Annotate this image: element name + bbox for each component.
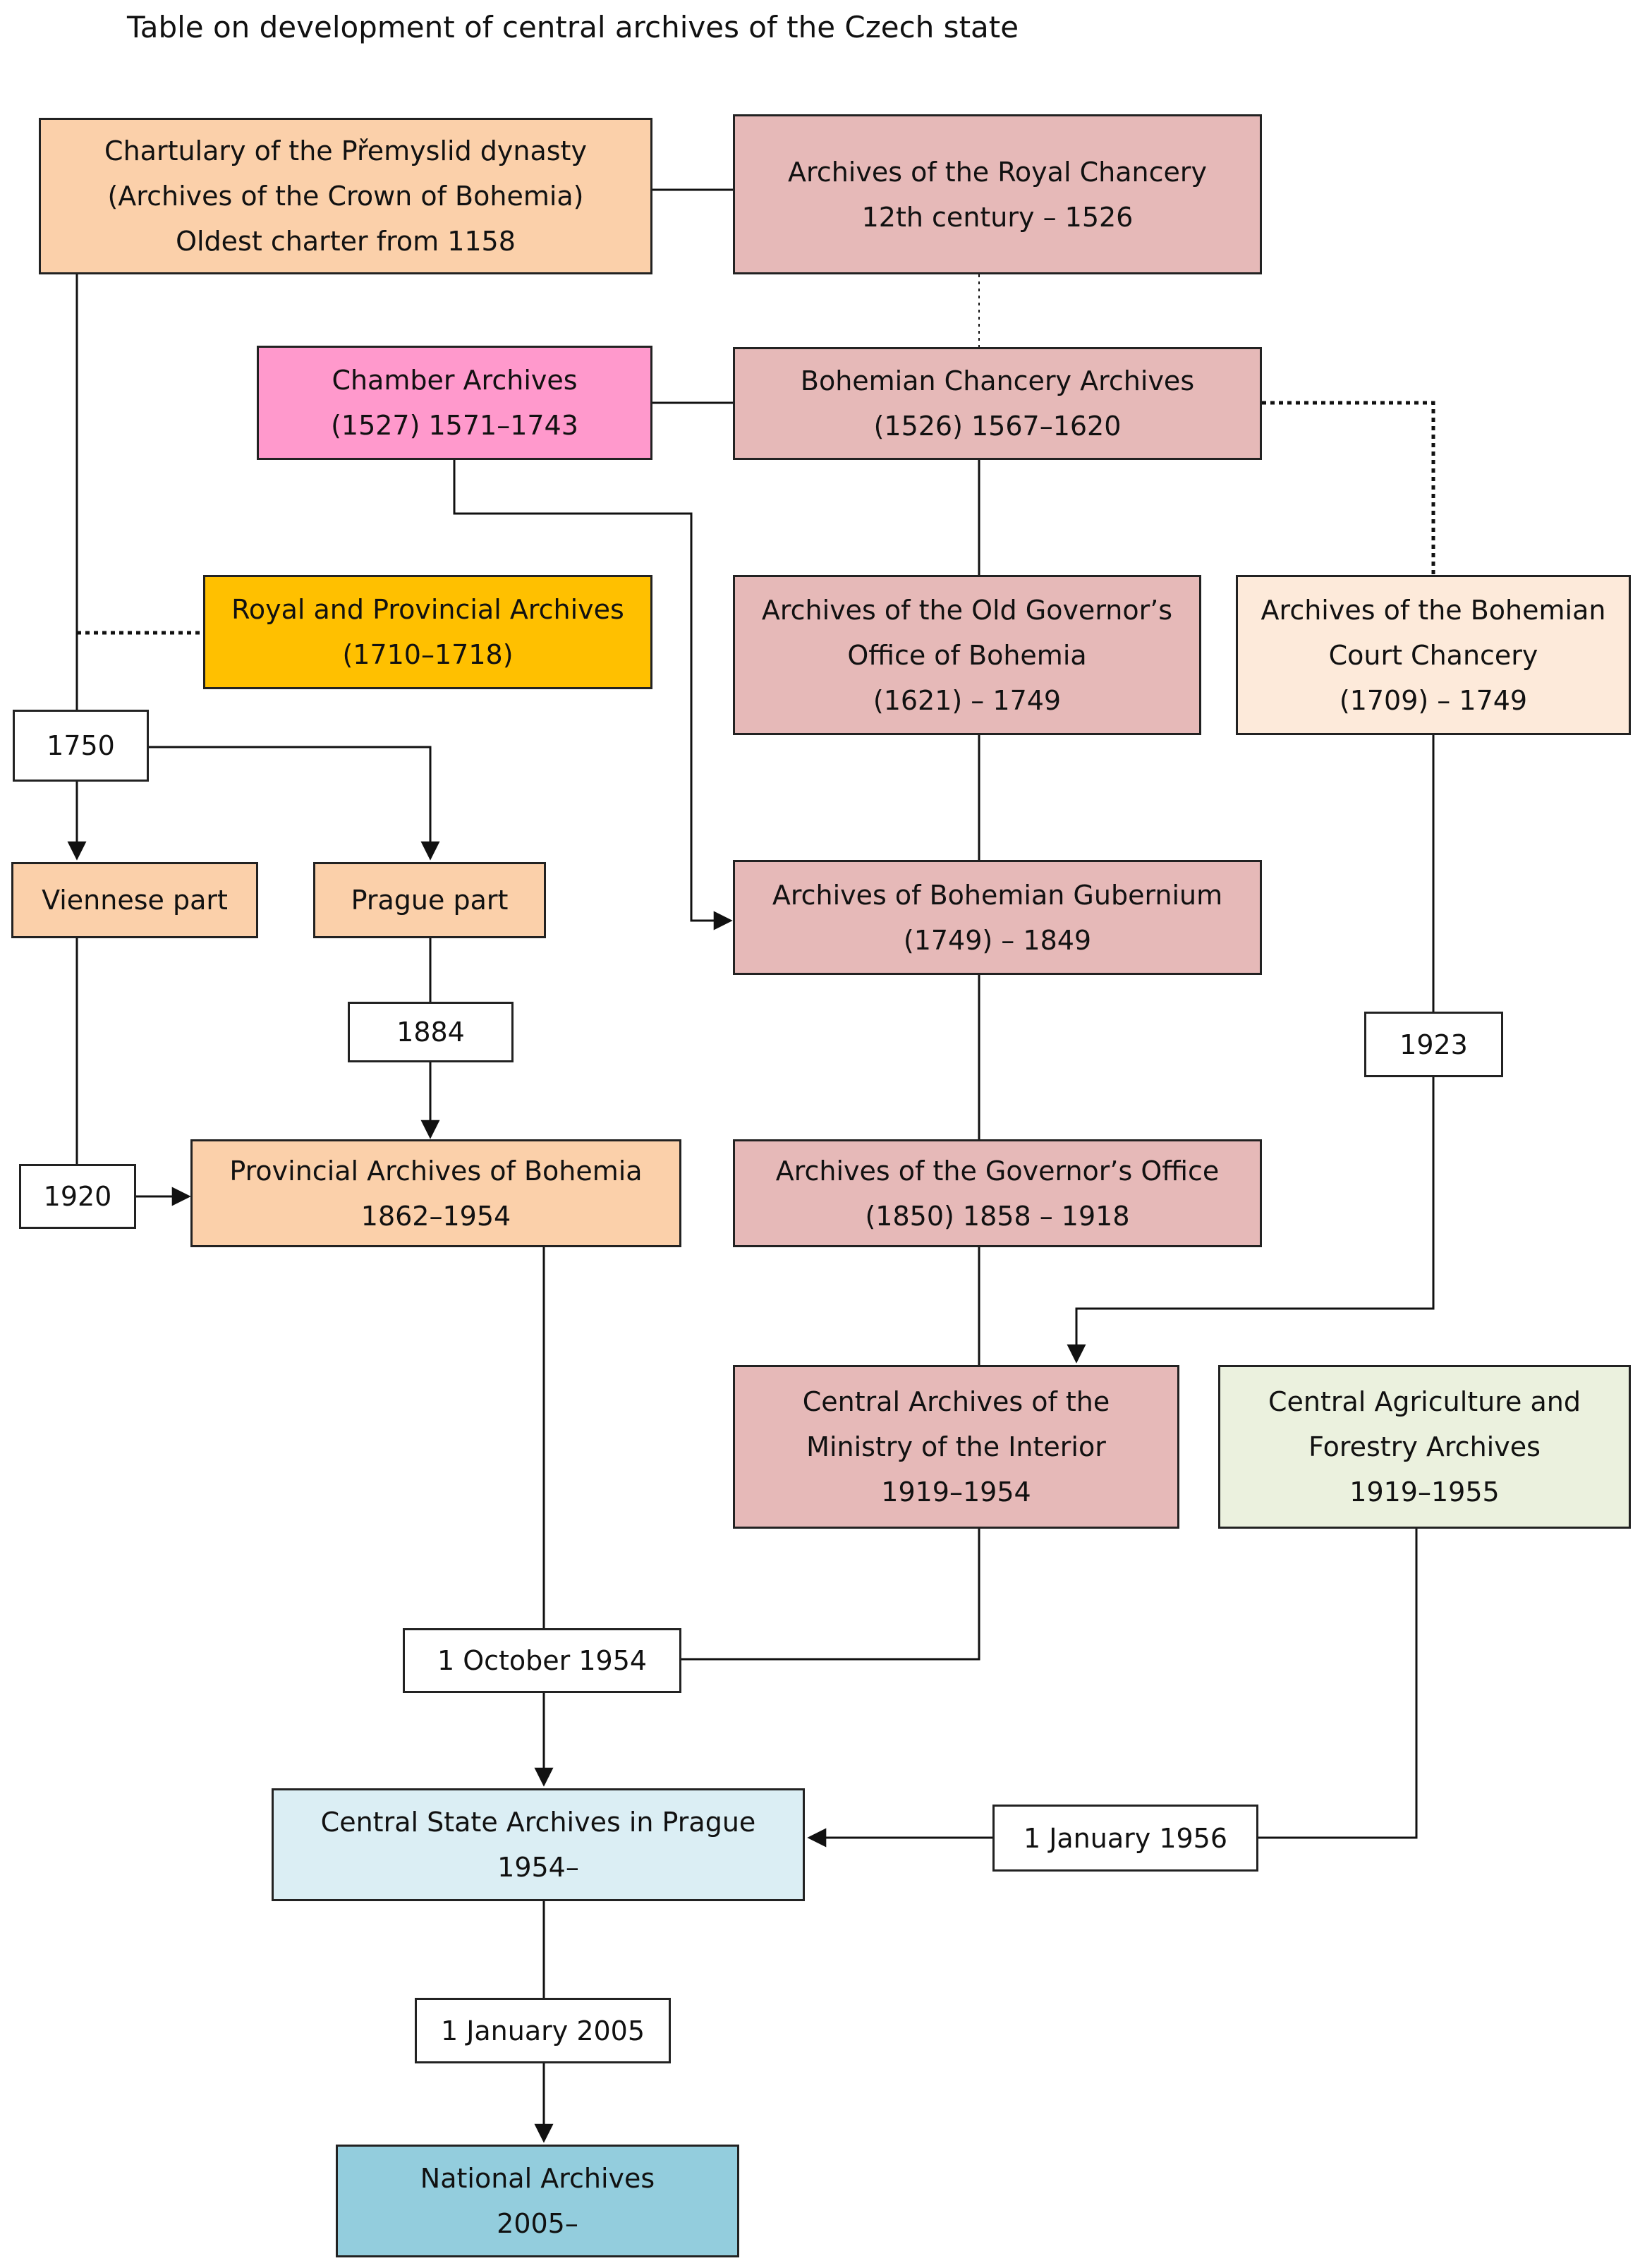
label-1-january-2005: 1 January 2005 [415,1998,671,2063]
node-chamber-archives: Chamber Archives (1527) 1571–1743 [257,346,652,460]
label-1-january-1956: 1 January 1956 [992,1805,1258,1872]
node-text-line: Office of Bohemia [847,639,1087,671]
node-text-line: 1919–1954 [881,1476,1031,1508]
node-text-line: (Archives of the Crown of Bohemia) [107,181,584,212]
node-text-line: (1621) – 1749 [873,684,1062,716]
node-text-line: 1954– [497,1852,579,1883]
node-prague-part: Prague part [313,862,546,938]
node-text-line: 1862–1954 [360,1200,511,1232]
node-royal-provincial: Royal and Provincial Archives (1710–1718) [203,575,652,689]
node-text-line: Archives of the Governor’s Office [775,1155,1220,1187]
node-text-line: Ministry of the Interior [806,1431,1106,1462]
node-text-line: National Archives [420,2163,655,2194]
node-text-line: 1919–1955 [1349,1476,1500,1508]
diagram-title: Table on development of central archives… [127,10,1019,44]
node-text-line: Central Agriculture and [1268,1386,1581,1417]
node-text-line: Central Archives of the [802,1386,1110,1417]
node-text-line: (1526) 1567–1620 [873,411,1122,442]
link-1923-ministry [1067,1077,1435,1364]
node-text-line: Archives of the Old Governor’s [761,594,1173,626]
node-provincial-archives: Provincial Archives of Bohemia 1862–1954 [190,1139,681,1247]
link-ministry-oct1954 [679,1529,980,1661]
node-bohemian-chancery: Bohemian Chancery Archives (1526) 1567–16… [733,347,1262,460]
node-text-line: (1749) – 1849 [903,924,1092,956]
link-agriculture-jan1956 [1258,1529,1418,1839]
node-gubernium: Archives of Bohemian Gubernium (1749) – 1… [733,860,1262,975]
node-text-line: Archives of the Bohemian [1261,594,1606,626]
link-bohemian-chancery-court-chancery [1262,401,1435,575]
node-text-line: Viennese part [42,885,228,916]
link-1750-prague [149,746,440,861]
node-text-line: 2005– [497,2208,578,2239]
link-chamber-gubernium [453,460,733,930]
label-1884: 1884 [348,1002,514,1062]
label-1-october-1954: 1 October 1954 [403,1628,681,1693]
node-text-line: Archives of the Royal Chancery [788,156,1207,188]
node-text-line: Oldest charter from 1158 [176,226,516,257]
label-1923: 1923 [1364,1012,1503,1077]
node-central-state-archives: Central State Archives in Prague 1954– [272,1788,805,1901]
node-national-archives: National Archives 2005– [336,2145,739,2257]
node-text-line: 12th century – 1526 [861,201,1134,233]
node-text-line: Archives of Bohemian Gubernium [772,879,1223,911]
node-text-line: Forestry Archives [1308,1431,1541,1462]
node-text-line: (1850) 1858 – 1918 [865,1200,1130,1232]
node-text-line: Royal and Provincial Archives [231,594,624,625]
node-text-line: Provincial Archives of Bohemia [229,1155,643,1187]
node-text-line: Chamber Archives [332,365,578,396]
node-text-line: (1710–1718) [342,639,514,670]
node-text-line: Chartulary of the Přemyslid dynasty [104,135,587,166]
label-1750: 1750 [13,710,149,782]
node-text-line: Prague part [351,885,509,916]
node-text-line: (1527) 1571–1743 [331,410,578,441]
node-royal-chancery: Archives of the Royal Chancery 12th centu… [733,114,1262,274]
node-viennese-part: Viennese part [11,862,258,938]
node-governor-office: Archives of the Governor’s Office (1850) … [733,1139,1262,1247]
label-1920: 1920 [19,1164,136,1229]
node-chartulary: Chartulary of the Přemyslid dynasty (Arch… [39,118,652,274]
node-text-line: Central State Archives in Prague [320,1807,756,1838]
node-text-line: Court Chancery [1328,639,1538,671]
node-text-line: Bohemian Chancery Archives [800,365,1195,396]
node-text-line: (1709) – 1749 [1339,684,1528,716]
